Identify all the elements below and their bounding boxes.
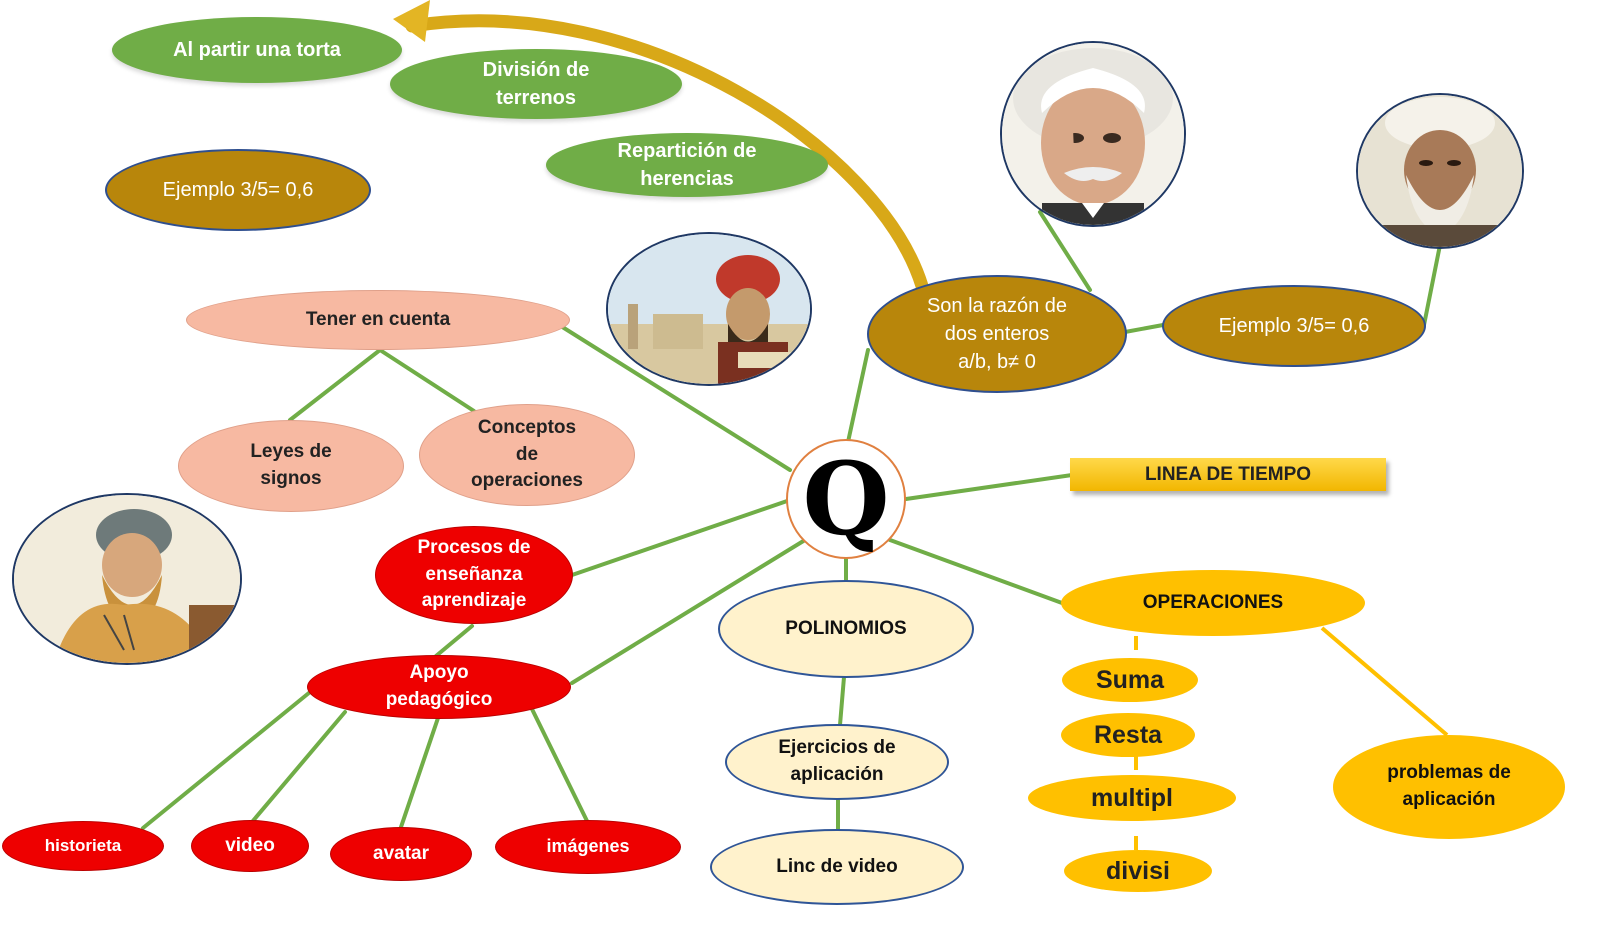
al-khwarizmi-portrait	[606, 232, 812, 386]
node-historieta-label: historieta	[44, 836, 122, 856]
node-suma: Suma	[1062, 658, 1198, 702]
connector-polinomios-ejercicios	[838, 675, 846, 727]
node-suma-label: Suma	[1095, 665, 1165, 694]
node-video: video	[191, 820, 309, 872]
node-ejemplo-right-label: Ejemplo 3/5= 0,6	[1218, 315, 1370, 337]
connector-q-operaciones	[888, 538, 1064, 605]
node-ejemplo-right: Ejemplo 3/5= 0,6	[1162, 285, 1426, 367]
connector-apoyo-video	[250, 710, 347, 824]
scholar-portrait	[1356, 93, 1524, 249]
node-division-label: División de terrenos	[482, 59, 590, 109]
al-khwarizmi-image	[608, 234, 810, 384]
arrow-head-icon	[393, 0, 430, 42]
node-reparticion: Repartición de herencias	[546, 133, 828, 197]
einstein-portrait	[1000, 41, 1186, 227]
node-conceptos: Conceptos de operaciones	[419, 404, 635, 506]
node-imagenes: imágenes	[495, 820, 681, 874]
connector-tener-conceptos	[378, 348, 476, 413]
scholar-image	[1358, 95, 1522, 247]
node-problemas: problemas de aplicación	[1333, 735, 1565, 839]
node-tener: Tener en cuenta	[186, 290, 570, 350]
connector-q-linea	[904, 473, 1074, 501]
node-imagenes-label: imágenes	[546, 836, 630, 857]
node-resta-label: Resta	[1093, 720, 1163, 749]
connector-procesos-apoyo	[434, 624, 474, 658]
node-reparticion-label: Repartición de herencias	[617, 140, 757, 190]
linea-de-tiempo-label: LINEA DE TIEMPO	[1144, 463, 1312, 485]
node-apoyo: Apoyo pedagógico	[307, 655, 571, 719]
center-q-label: Q	[802, 440, 890, 558]
node-ejemplo-left-label: Ejemplo 3/5= 0,6	[162, 179, 314, 201]
einstein-image	[1002, 43, 1184, 225]
node-operaciones-label: OPERACIONES	[1142, 591, 1284, 613]
node-ejercicios: Ejercicios de aplicación	[725, 724, 949, 800]
node-problemas-label: problemas de aplicación	[1387, 762, 1511, 810]
node-leyes: Leyes de signos	[178, 420, 404, 512]
node-historieta: historieta	[2, 821, 164, 871]
node-al-partir: Al partir una torta	[112, 17, 402, 83]
node-operaciones: OPERACIONES	[1061, 570, 1365, 636]
node-divisi: divisi	[1064, 850, 1212, 892]
node-al-partir-label: Al partir una torta	[173, 39, 341, 61]
node-conceptos-label: Conceptos de operaciones	[471, 417, 583, 492]
archimedes-image	[14, 495, 240, 663]
node-avatar: avatar	[330, 827, 472, 881]
node-linc-label: Linc de video	[776, 855, 898, 877]
node-multipl: multipl	[1028, 775, 1236, 821]
node-video-label: video	[225, 834, 275, 856]
connector-q-tener	[554, 321, 792, 472]
connector-apoyo-imagenes	[528, 703, 590, 825]
node-procesos: Procesos de enseñanza aprendizaje	[375, 526, 573, 624]
connector-q-razon	[846, 348, 870, 444]
curved-arrow	[405, 14, 929, 293]
node-avatar-label: avatar	[373, 842, 429, 864]
node-tener-label: Tener en cuenta	[305, 308, 451, 330]
node-apoyo-label: Apoyo pedagógico	[385, 662, 493, 710]
node-division: División de terrenos	[390, 49, 682, 119]
node-multipl-label: multipl	[1091, 783, 1173, 812]
center-q: Q	[786, 439, 906, 559]
node-polinomios: POLINOMIOS	[718, 580, 974, 678]
connector-operaciones-problemas	[1320, 626, 1449, 737]
node-leyes-label: Leyes de signos	[250, 441, 332, 489]
connector-razon-ejemplo	[1123, 323, 1165, 334]
archimedes-portrait	[12, 493, 242, 665]
connector-q-procesos	[570, 498, 792, 577]
node-divisi-label: divisi	[1106, 856, 1170, 885]
node-razon: Son la razón de dos enteros a/b, b≠ 0	[867, 275, 1127, 393]
node-ejemplo-left: Ejemplo 3/5= 0,6	[105, 149, 371, 231]
node-polinomios-label: POLINOMIOS	[785, 617, 907, 639]
connector-apoyo-historieta	[141, 686, 317, 830]
connector-ejemplo-scholar	[1422, 243, 1442, 327]
connector-razon-einstein	[1038, 210, 1092, 292]
node-procesos-label: Procesos de enseñanza aprendizaje	[417, 537, 531, 612]
linea-de-tiempo-banner: LINEA DE TIEMPO	[1070, 458, 1386, 491]
connector-q-apoyo	[570, 538, 807, 685]
connector-tener-leyes	[288, 348, 382, 422]
node-linc: Linc de video	[710, 829, 964, 905]
node-resta: Resta	[1061, 713, 1195, 757]
node-razon-label: Son la razón de dos enteros a/b, b≠ 0	[926, 295, 1068, 373]
connector-apoyo-avatar	[398, 716, 440, 832]
node-ejercicios-label: Ejercicios de aplicación	[778, 737, 896, 785]
